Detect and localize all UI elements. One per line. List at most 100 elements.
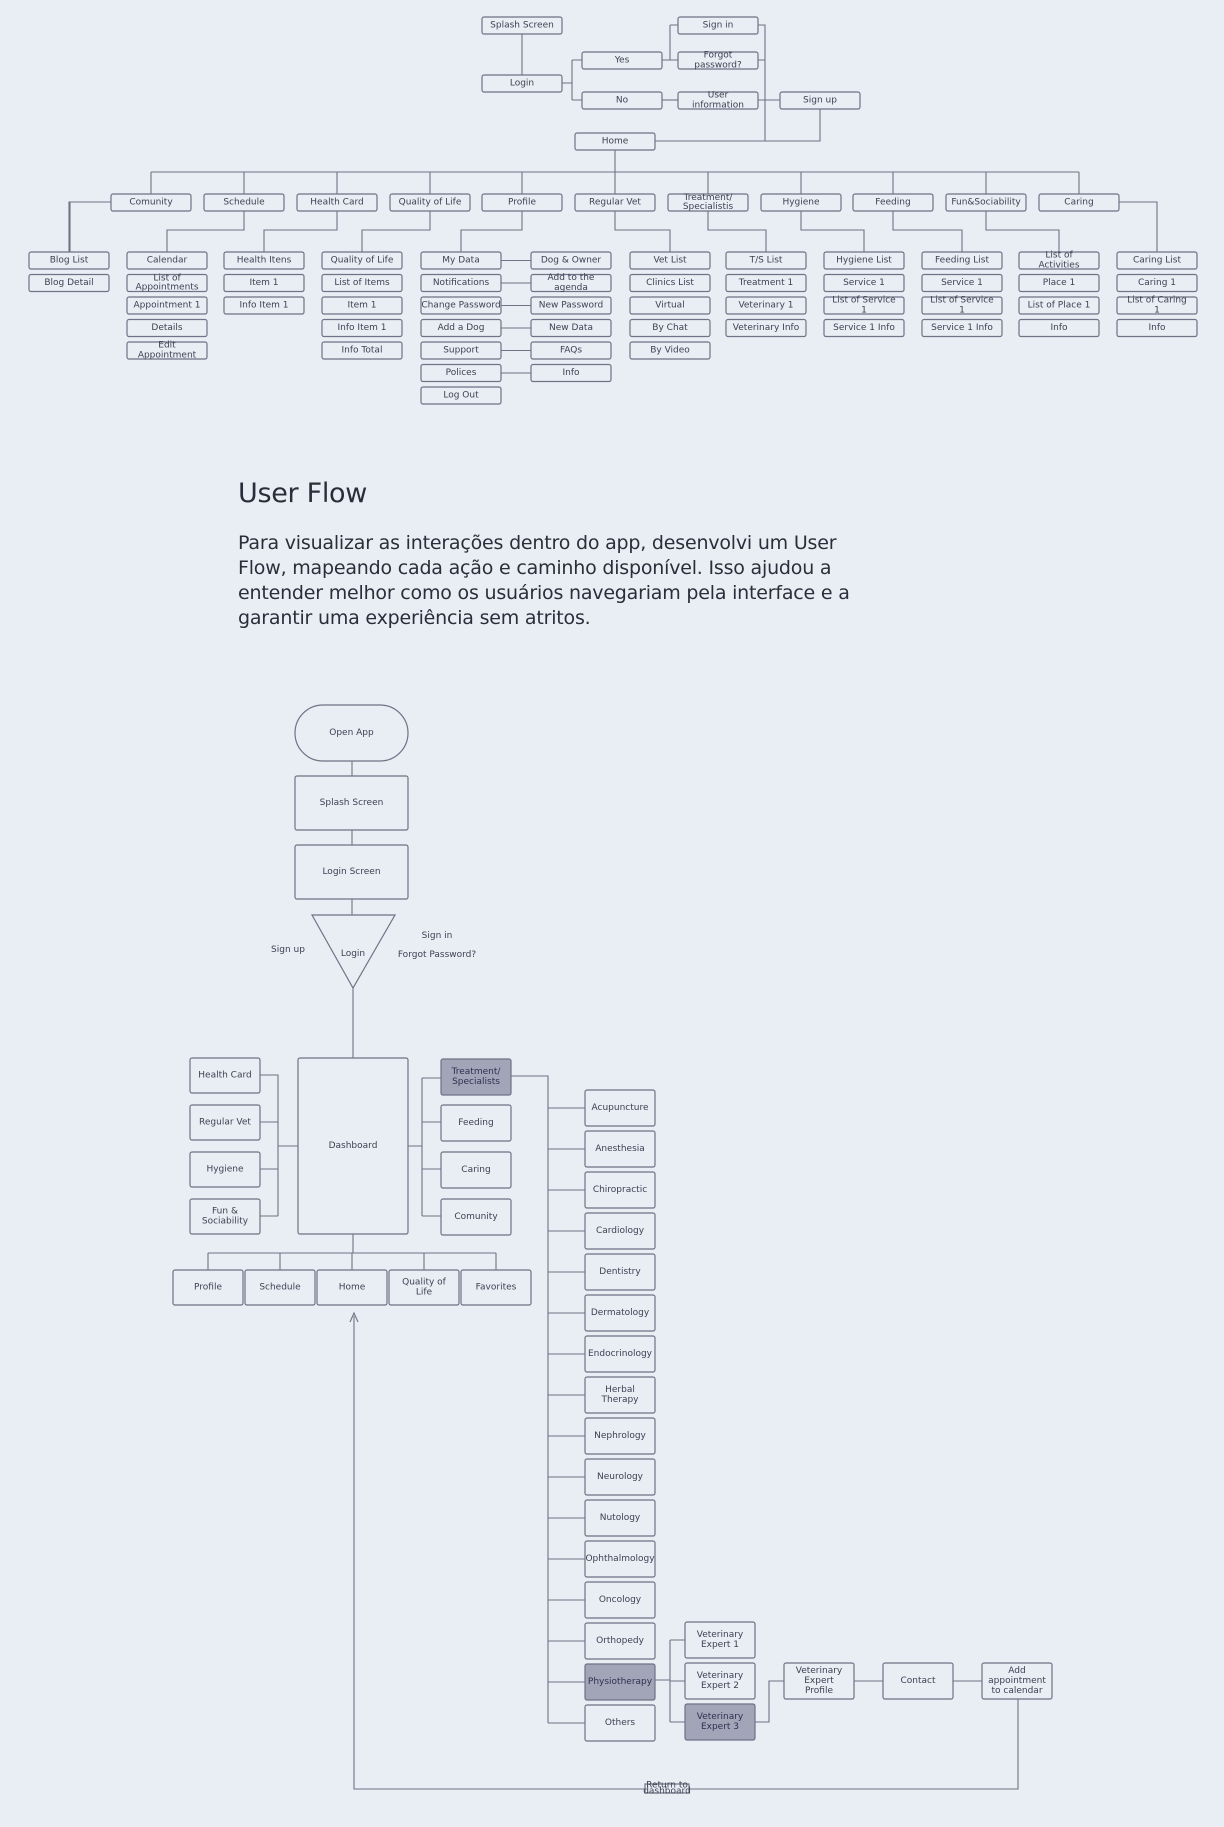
userflow-login-decision-label: Login bbox=[341, 949, 365, 959]
sitemap-schedule-child-edit-appointment-4-box bbox=[126, 341, 208, 360]
sitemap-hygiene-child-list-of-service-1-2-box bbox=[823, 296, 905, 315]
userflow-specialty-dentistry-box bbox=[584, 1253, 656, 1291]
userflow-bottom-schedule-box bbox=[244, 1269, 316, 1306]
userflow-conn-expert3-profile bbox=[755, 1680, 784, 1723]
sitemap-feeding-child-service-1-info-3-box bbox=[921, 318, 1003, 338]
sitemap-no: No bbox=[581, 91, 663, 110]
sitemap-conn-fun-sociability-children bbox=[985, 211, 1060, 252]
userflow-right-comunity-label: Comunity bbox=[454, 1212, 498, 1222]
sitemap-quality-of-life-child-item-1-2-label: Item 1 bbox=[347, 301, 376, 311]
sitemap-cat-schedule-label: Schedule bbox=[223, 198, 265, 208]
userflow-login-decision bbox=[310, 914, 397, 990]
userflow-specialty-ophthalmology-label: Ophthalmology bbox=[585, 1554, 655, 1564]
sitemap-health-card-child-item-1-1: Item 1 bbox=[223, 273, 305, 293]
sitemap-caring-child-list-of-caring-1-2-box bbox=[1116, 296, 1198, 315]
sitemap-treatment-specialists-child-treatment-1-1: Treatment 1 bbox=[725, 273, 807, 293]
sitemap-profile-sub-new-password-label: New Password bbox=[539, 301, 604, 311]
userflow-specialty-dermatology-label: Dermatology bbox=[591, 1308, 650, 1318]
sitemap-regular-vet-child-by-video-4-label: By Video bbox=[650, 346, 690, 356]
sitemap-caring-child-caring-list-0-label: Caring List bbox=[1133, 256, 1181, 266]
sitemap-conn-signup-home bbox=[655, 109, 821, 142]
userflow-right-caring-box bbox=[440, 1151, 512, 1189]
userflow-specialty-nutology-label: Nutology bbox=[600, 1513, 641, 1523]
sitemap-quality-of-life-child-info-item-1-3-label: Info Item 1 bbox=[338, 323, 387, 333]
userflow-specialty-herbal-therapy-box bbox=[584, 1376, 656, 1414]
userflow-specialty-nephrology-box bbox=[584, 1417, 656, 1455]
userflow-specialty-neurology-label: Neurology bbox=[597, 1472, 644, 1482]
userflow-bottom-home-box bbox=[316, 1269, 388, 1306]
sitemap-cat-profile-label: Profile bbox=[508, 198, 536, 208]
userflow-splash-screen-label: Splash Screen bbox=[320, 798, 384, 808]
sitemap-profile-child-my-data-0-label: My Data bbox=[442, 256, 479, 266]
userflow-specialty-others-label: Others bbox=[605, 1718, 636, 1728]
sitemap-hygiene-child-service-1-info-3-box bbox=[823, 318, 905, 338]
sitemap-comunity-child-blog-detail-1-label: Blog Detail bbox=[44, 278, 93, 288]
userflow-specialty-chiropractic-box bbox=[584, 1171, 656, 1209]
sitemap-cat-hygiene-label: Hygiene bbox=[782, 198, 820, 208]
userflow-conn-physio-experts bbox=[655, 1639, 685, 1723]
userflow-expert-2-box bbox=[684, 1662, 756, 1700]
userflow-specialty-nephrology-label: Nephrology bbox=[594, 1431, 646, 1441]
sitemap-profile-child-add-a-dog-3-box bbox=[420, 318, 502, 338]
sitemap-regular-vet-child-by-chat-3-box bbox=[629, 318, 711, 338]
sitemap-comunity-child-blog-detail-1: Blog Detail bbox=[28, 273, 110, 293]
userflow-dashboard-label: Dashboard bbox=[329, 1141, 378, 1151]
sitemap-sign-in-label: Sign in bbox=[703, 21, 734, 31]
sitemap-yes-label: Yes bbox=[614, 56, 630, 66]
sitemap-cat-fun-sociability-label: Fun&Sociability bbox=[951, 198, 1021, 208]
sitemap-caring-child-caring-list-0-box bbox=[1116, 251, 1198, 270]
sitemap-profile-child-support-4-label: Support bbox=[443, 346, 479, 356]
sitemap-cat-regular-vet-box bbox=[574, 193, 656, 212]
sitemap-schedule-child-list-of-appointments-1-box bbox=[126, 273, 208, 293]
userflow-left-hygiene: Hygiene bbox=[189, 1151, 261, 1188]
sitemap-cat-treatment-specialists: Treatment/Specialistis bbox=[667, 193, 749, 212]
userflow-specialty-endocrinology: Endocrinology bbox=[584, 1335, 656, 1373]
sitemap-profile-sub-new-data-label: New Data bbox=[549, 323, 593, 333]
sitemap-fun-sociability-child-info-3: Info bbox=[1018, 318, 1100, 338]
userflow-right-comunity: Comunity bbox=[440, 1198, 512, 1236]
userflow-expert-1-box bbox=[684, 1621, 756, 1659]
sitemap-yes: Yes bbox=[581, 51, 663, 70]
sitemap-conn-feeding-children bbox=[892, 211, 963, 252]
userflow-conn-return-arrowhead bbox=[349, 1311, 359, 1323]
userflow-left-health-card: Health Card bbox=[189, 1057, 261, 1094]
userflow-specialty-oncology-box bbox=[584, 1581, 656, 1619]
userflow-bottom-favorites: Favorites bbox=[460, 1269, 532, 1306]
sitemap-conn-profile-children bbox=[460, 211, 523, 252]
sitemap-profile-child-polices-5: Polices bbox=[420, 363, 502, 383]
userflow-left-fun-and-sociability: Fun &Sociability bbox=[189, 1198, 261, 1235]
sitemap-treatment-specialists-child-t-s-list-0-label: T/S List bbox=[749, 256, 783, 266]
sitemap-treatment-specialists-child-t-s-list-0-box bbox=[725, 251, 807, 270]
userflow-bottom-schedule: Schedule bbox=[244, 1269, 316, 1306]
sitemap-treatment-specialists-child-veterinary-1-2-label: Veterinary 1 bbox=[738, 301, 793, 311]
userflow-specialty-dermatology: Dermatology bbox=[584, 1294, 656, 1332]
userflow-specialty-orthopedy: Orthopedy bbox=[584, 1622, 656, 1660]
sitemap-health-card-child-info-item-1-2: Info Item 1 bbox=[223, 296, 305, 315]
userflow-dashboard-box bbox=[297, 1057, 409, 1235]
userflow-specialty-orthopedy-label: Orthopedy bbox=[596, 1636, 644, 1646]
sitemap-profile-sub-new-data-box bbox=[530, 318, 612, 338]
userflow-specialty-neurology: Neurology bbox=[584, 1458, 656, 1496]
userflow-left-regular-vet: Regular Vet bbox=[189, 1104, 261, 1141]
sitemap-profile-sub-new-data: New Data bbox=[530, 318, 612, 338]
userflow-bottom-home: Home bbox=[316, 1269, 388, 1306]
sitemap-caring-child-info-3: Info bbox=[1116, 318, 1198, 338]
sitemap-profile-sub-faqs-label: FAQs bbox=[560, 346, 582, 356]
sitemap-quality-of-life-child-item-1-2: Item 1 bbox=[321, 296, 403, 315]
sitemap-hygiene-child-service-1-1-label: Service 1 bbox=[843, 278, 885, 288]
userflow-specialty-chiropractic: Chiropractic bbox=[584, 1171, 656, 1209]
userflow-bottom-favorites-label: Favorites bbox=[476, 1283, 517, 1293]
sitemap-sign-in: Sign in bbox=[677, 16, 759, 35]
sitemap-quality-of-life-child-info-item-1-3-box bbox=[321, 318, 403, 338]
sitemap-cat-regular-vet: Regular Vet bbox=[574, 193, 656, 212]
sitemap-feeding-child-feeding-list-0: Feeding List bbox=[921, 251, 1003, 270]
